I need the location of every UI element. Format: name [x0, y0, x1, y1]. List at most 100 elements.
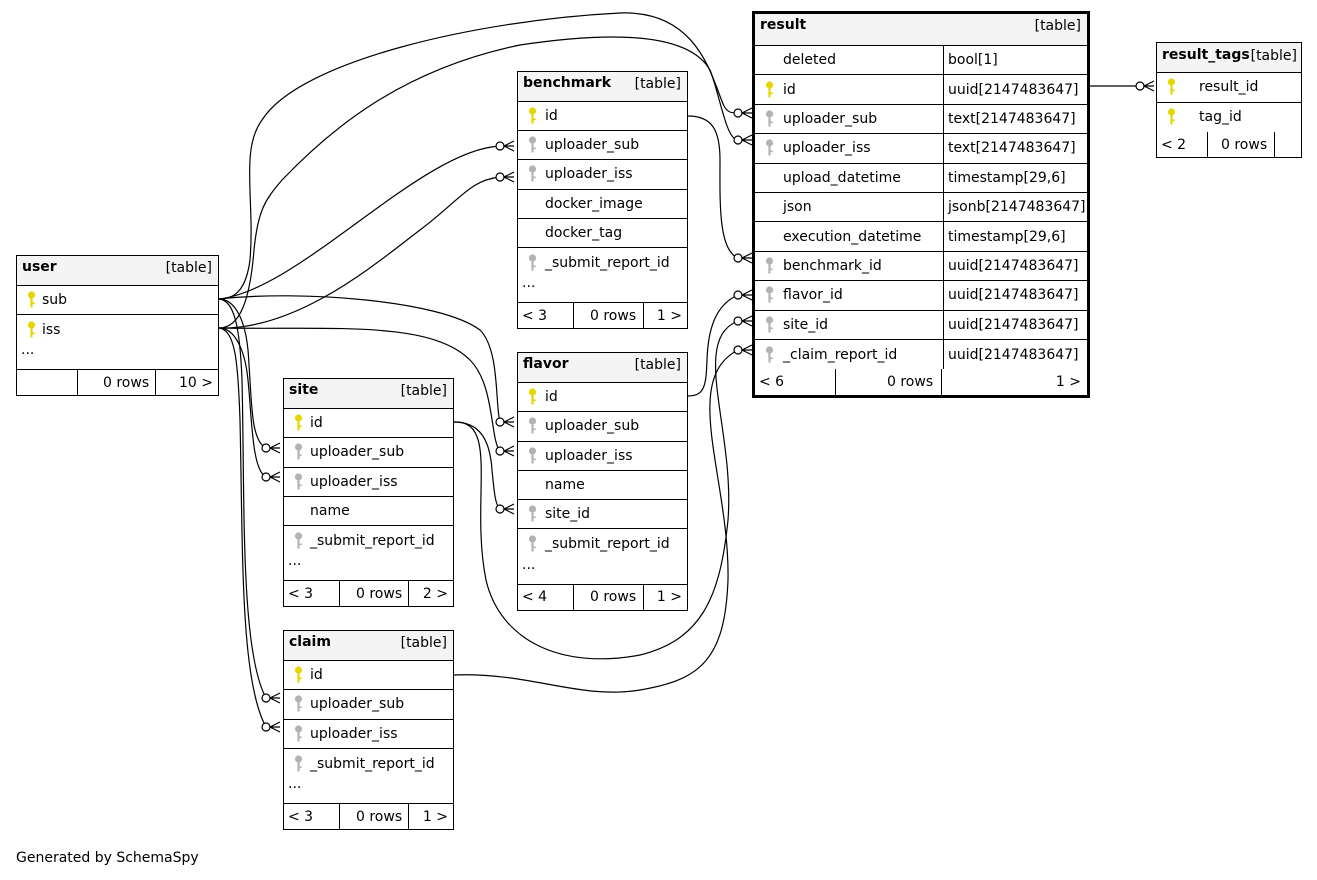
primary-key-icon	[528, 388, 537, 405]
row-count: 0 rows	[590, 307, 637, 324]
parents-link[interactable]: < 2	[1161, 136, 1187, 153]
column-name: name	[310, 503, 350, 520]
foreign-key-icon	[528, 253, 537, 271]
column-name: id	[310, 667, 323, 684]
column-row: id	[518, 102, 687, 132]
row-count: 0 rows	[356, 808, 403, 825]
foreign-key-icon	[765, 139, 774, 156]
row-count: 0 rows	[887, 374, 934, 391]
column-row: docker_image	[518, 190, 687, 219]
table-claim[interactable]: claim [table] id uploader_sub uploader_iss…	[283, 630, 454, 831]
column-row: uploader_sub	[518, 131, 687, 161]
table-footer: < 3 0 rows 1 >	[284, 804, 453, 830]
table-footer: 0 rows 10 >	[17, 370, 218, 396]
parents-link[interactable]: < 3	[288, 808, 314, 825]
foreign-key-icon	[765, 286, 774, 303]
column-type: uuid[2147483647]	[943, 281, 1087, 310]
column-row: uploader_iss	[284, 720, 453, 749]
column-name: upload_datetime	[783, 169, 901, 186]
column-name: site_id	[783, 316, 829, 333]
column-type: jsonb[2147483647]	[943, 192, 1087, 222]
table-header: claim [table]	[284, 631, 453, 661]
table-header: flavor [table]	[518, 353, 687, 383]
column-row: site_id uuid[2147483647]	[755, 310, 1087, 340]
table-name: user	[22, 259, 57, 275]
foreign-key-icon	[528, 417, 537, 434]
column-row: id	[284, 661, 453, 691]
parents-link[interactable]: < 4	[522, 589, 548, 606]
children-link[interactable]: 1 >	[422, 808, 448, 825]
foreign-key-icon	[765, 110, 774, 127]
column-row: id	[518, 383, 687, 413]
children-link[interactable]: 1 >	[656, 589, 682, 606]
column-name: id	[545, 389, 558, 406]
table-type: [table]	[1250, 48, 1297, 64]
generated-by-label: Generated by SchemaSpy	[16, 850, 199, 866]
column-name: uploader_sub	[310, 696, 405, 713]
column-name: _claim_report_id	[783, 346, 898, 363]
table-footer: < 3 0 rows 2 >	[284, 581, 453, 607]
column-name: name	[545, 477, 585, 494]
foreign-key-icon	[294, 532, 303, 549]
column-row: _submit_report_id	[284, 749, 453, 778]
column-name: tag_id	[1199, 109, 1242, 126]
parents-link[interactable]: < 3	[522, 307, 548, 324]
children-link[interactable]: 2 >	[422, 585, 448, 602]
column-row: name	[284, 497, 453, 527]
foreign-key-icon	[765, 316, 774, 333]
column-name: execution_datetime	[783, 228, 922, 245]
more-columns: ...	[284, 553, 453, 582]
table-type: [table]	[1034, 18, 1081, 34]
column-name: flavor_id	[783, 287, 843, 304]
column-name: result_id	[1199, 79, 1259, 96]
table-header: result_tags [table]	[1157, 43, 1301, 73]
table-footer: < 6 0 rows 1 >	[755, 369, 1087, 396]
table-type: [table]	[165, 260, 212, 276]
table-type: [table]	[634, 357, 681, 373]
column-type: timestamp[29,6]	[943, 163, 1087, 192]
table-header: user [table]	[17, 256, 218, 286]
column-name: _submit_report_id	[545, 254, 670, 271]
row-count: 0 rows	[356, 585, 403, 602]
column-name: id	[783, 81, 796, 98]
children-link[interactable]: 10 >	[179, 374, 213, 391]
column-type: uuid[2147483647]	[943, 310, 1087, 339]
children-link[interactable]: 1 >	[656, 307, 682, 324]
table-header: site [table]	[284, 379, 453, 409]
column-row: _submit_report_id	[284, 526, 453, 555]
column-name: uploader_iss	[783, 140, 871, 157]
column-name: uploader_iss	[310, 725, 398, 742]
table-name: site	[289, 382, 319, 398]
children-link[interactable]: 1 >	[1055, 374, 1081, 391]
parents-link[interactable]: < 6	[759, 374, 785, 391]
column-name: deleted	[783, 52, 836, 69]
column-type: uuid[2147483647]	[943, 251, 1087, 281]
parents-link[interactable]: < 3	[288, 585, 314, 602]
column-name: site_id	[545, 506, 591, 523]
column-name: uploader_iss	[310, 473, 398, 490]
column-row: name	[518, 471, 687, 501]
foreign-key-icon	[765, 345, 774, 363]
column-row: _claim_report_id uuid[2147483647]	[755, 339, 1087, 370]
column-row: site_id	[518, 500, 687, 530]
row-count: 0 rows	[103, 374, 150, 391]
more-columns: ...	[284, 776, 453, 805]
foreign-key-icon	[294, 725, 303, 742]
column-name: _submit_report_id	[310, 755, 435, 772]
column-row: uploader_sub	[284, 690, 453, 720]
column-name: uploader_sub	[310, 444, 405, 461]
column-type: uuid[2147483647]	[943, 339, 1087, 370]
foreign-key-icon	[528, 165, 537, 182]
column-name: docker_image	[545, 195, 643, 212]
